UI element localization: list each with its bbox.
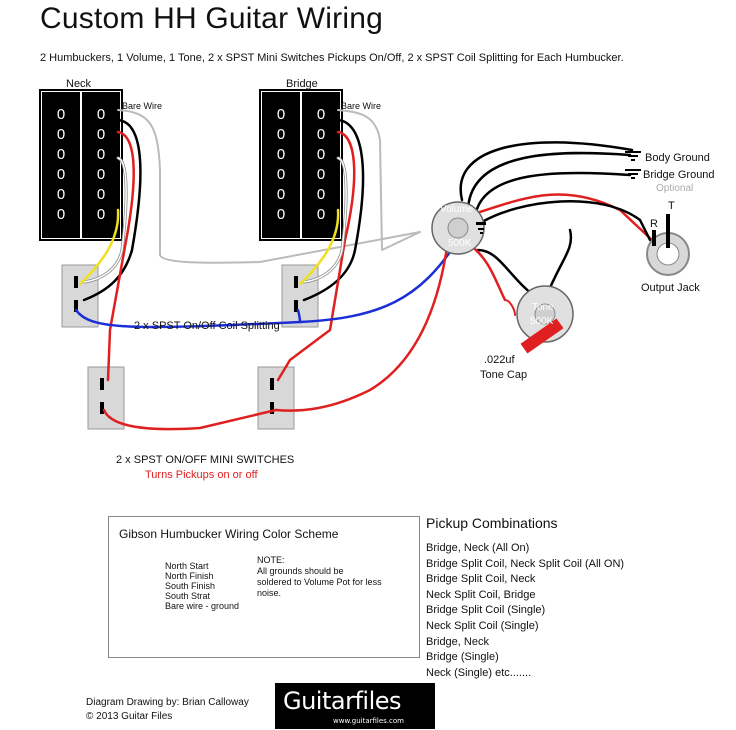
pole-piece: 0 — [317, 206, 325, 223]
logo-text: Guitarfiles — [283, 687, 402, 715]
pole-piece: 0 — [277, 126, 285, 143]
mini-switches-note: Turns Pickups on or off — [145, 469, 258, 481]
bridge-bare-wire-label: Bare Wire — [341, 101, 382, 111]
pole-piece: 0 — [97, 166, 105, 183]
optional-label: Optional — [656, 183, 694, 194]
cap-name-label: Tone Cap — [480, 369, 528, 381]
pole-piece: 0 — [57, 106, 65, 123]
pole-piece: 0 — [277, 146, 285, 163]
output-jack-label: Output Jack — [641, 282, 700, 294]
page-subtitle: 2 Humbuckers, 1 Volume, 1 Tone, 2 x SPST… — [40, 52, 624, 64]
combination-item: Bridge Split Coil, Neck — [426, 573, 536, 586]
pole-piece: 0 — [317, 146, 325, 163]
legend-item-label: South Finish — [165, 581, 216, 591]
color-scheme-legend: Gibson Humbucker Wiring Color Scheme Nor… — [108, 516, 420, 658]
pole-piece: 0 — [317, 166, 325, 183]
tone-capacitor — [520, 318, 564, 354]
bridge-label: Bridge — [286, 78, 318, 90]
combination-item: Neck (Single) etc....... — [426, 666, 532, 679]
volume-label: Volume — [440, 204, 474, 215]
pole-piece: 0 — [57, 126, 65, 143]
coil-split-label: 2 x SPST On/Off Coil Splitting — [134, 320, 280, 332]
pole-piece: 0 — [277, 206, 285, 223]
pole-piece: 0 — [97, 106, 105, 123]
page-title: Custom HH Guitar Wiring — [40, 2, 383, 35]
jack-tip-label: T — [668, 200, 675, 212]
drawing-credit: Diagram Drawing by: Brian Calloway — [86, 697, 249, 708]
neck-pickup: 0 0 0 0 0 0 0 0 0 0 0 0 — [39, 89, 123, 241]
jack-ring-label: R — [650, 218, 658, 230]
combination-item: Neck Split Coil, Bridge — [426, 588, 536, 601]
legend-note-line: soldered to Volume Pot for less — [257, 577, 382, 587]
body-ground-symbol — [625, 151, 641, 161]
guitarfiles-logo: Guitarfiles www.guitarfiles.com — [275, 683, 435, 729]
pole-piece: 0 — [57, 186, 65, 203]
tone-label: Tone — [532, 302, 554, 313]
wires — [74, 109, 654, 431]
pole-piece: 0 — [277, 106, 285, 123]
legend-note-line: NOTE: — [257, 555, 285, 565]
neck-on-off-switch — [87, 366, 125, 430]
combinations-title: Pickup Combinations — [426, 515, 558, 531]
neck-bare-wire-label: Bare Wire — [122, 101, 163, 111]
pole-piece: 0 — [317, 126, 325, 143]
combination-item: Bridge (Single) — [426, 651, 499, 664]
volume-value: 500K — [448, 238, 472, 249]
bridge-ground-label: Bridge Ground — [643, 169, 715, 181]
pole-piece: 0 — [97, 126, 105, 143]
pole-piece: 0 — [317, 186, 325, 203]
neck-label: Neck — [66, 78, 92, 90]
mini-switches-label: 2 x SPST ON/OFF MINI SWITCHES — [116, 454, 295, 466]
combination-item: Bridge, Neck (All On) — [426, 542, 530, 554]
output-jack — [646, 214, 690, 276]
legend-item-label: North Start — [165, 561, 209, 571]
pole-piece: 0 — [57, 206, 65, 223]
combinations-list: Bridge, Neck (All On) Bridge Split Coil,… — [426, 541, 624, 681]
logo-url: www.guitarfiles.com — [333, 717, 404, 725]
legend-item-label: Bare wire - ground — [165, 601, 240, 611]
pole-piece: 0 — [277, 166, 285, 183]
combination-item: Bridge Split Coil (Single) — [426, 604, 546, 617]
tone-value: 500K — [530, 316, 554, 327]
pole-piece: 0 — [97, 206, 105, 223]
cap-value-label: .022uf — [484, 354, 515, 366]
pole-piece: 0 — [97, 186, 105, 203]
bridge-on-off-switch — [257, 366, 295, 430]
combination-item: Bridge Split Coil, Neck Split Coil (All … — [426, 557, 625, 570]
body-ground-label: Body Ground — [645, 152, 710, 164]
pole-piece: 0 — [317, 106, 325, 123]
pole-piece: 0 — [97, 146, 105, 163]
legend-title: Gibson Humbucker Wiring Color Scheme — [119, 527, 339, 541]
volume-pot — [431, 201, 486, 255]
legend-note-line: noise. — [257, 588, 282, 598]
legend-note-line: All grounds should be — [257, 566, 344, 576]
legend-item-label: South Strat — [165, 591, 211, 601]
pole-piece: 0 — [277, 186, 285, 203]
combination-item: Bridge, Neck — [426, 635, 489, 648]
bridge-ground-symbol — [625, 169, 641, 179]
copyright: © 2013 Guitar Files — [86, 711, 173, 722]
pole-piece: 0 — [57, 146, 65, 163]
legend-item-label: North Finish — [165, 571, 214, 581]
pole-piece: 0 — [57, 166, 65, 183]
bridge-pickup: 0 0 0 0 0 0 0 0 0 0 0 0 — [259, 89, 343, 241]
combination-item: Neck Split Coil (Single) — [426, 619, 539, 632]
